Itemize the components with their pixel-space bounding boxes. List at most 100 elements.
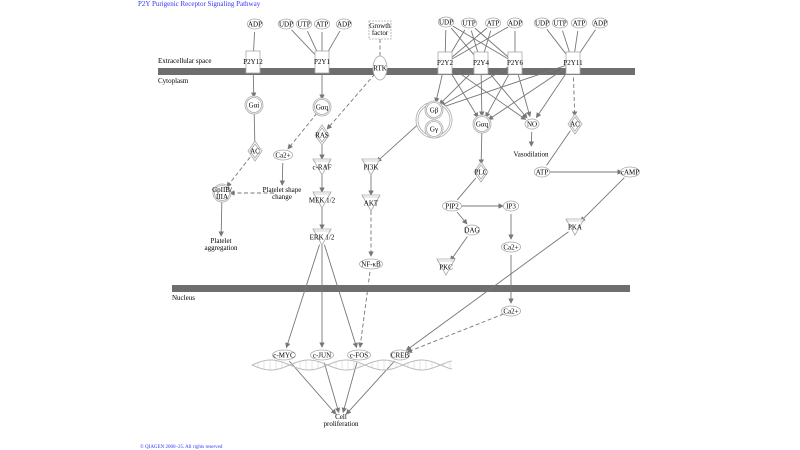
edge-atp3-to-p2y11 [573, 30, 579, 56]
node-erk[interactable]: ERK 1/2 [310, 228, 335, 246]
node-p2y1[interactable]: P2Y1 [314, 50, 330, 74]
node-ac2[interactable]: AC [567, 113, 583, 135]
diagram-title[interactable]: P2Y Purigenic Receptor Signaling Pathway [138, 0, 261, 8]
node-vaso[interactable]: Vasodilation [514, 151, 549, 159]
edge-p2y4-to-gb [439, 68, 476, 105]
node-label: P2Y11 [563, 59, 583, 67]
node-label: PKA [568, 224, 582, 232]
edge-p2y4-to-gaq2 [479, 70, 485, 117]
edge-p2y11-to-no [535, 69, 569, 119]
node-atp3[interactable]: ATP [570, 17, 588, 29]
node-cjun[interactable]: c-JUN [310, 349, 334, 361]
node-p2y11[interactable]: P2Y11 [563, 51, 583, 75]
node-ca3[interactable]: Ca2+ [500, 305, 521, 317]
label-cytoplasm: Cytoplasm [158, 77, 189, 85]
node-label: PIP2 [445, 203, 459, 211]
node-ca2[interactable]: Ca2+ [500, 241, 521, 253]
node-udp2[interactable]: UDP [437, 16, 455, 28]
node-gb[interactable]: Gβ [424, 100, 444, 120]
node-atp1[interactable]: ATP [313, 18, 331, 30]
node-label: factor [372, 29, 389, 37]
node-p2y4[interactable]: P2Y4 [473, 51, 489, 75]
node-adp4[interactable]: ADP [591, 17, 609, 29]
edge-plc-to-pip2 [456, 177, 477, 201]
edge-udp1-to-p2y1 [291, 29, 317, 57]
copyright-link[interactable]: © QIAGEN 2000–25. All rights reserved [140, 444, 223, 450]
node-plc[interactable]: PLC [473, 161, 489, 183]
node-rtk[interactable]: RTK [372, 55, 388, 81]
node-pi3k[interactable]: PI3K [361, 158, 381, 176]
node-p2y6[interactable]: P2Y6 [507, 51, 523, 75]
node-udp1[interactable]: UDP [277, 18, 295, 30]
edge-udp2-to-p2y4 [450, 27, 477, 58]
edge-utp3-to-p2y11 [562, 30, 571, 56]
node-gaq2[interactable]: Gαq [472, 114, 492, 134]
node-cfos[interactable]: c-FOS [347, 349, 371, 361]
edge-udp3-to-p2y11 [546, 29, 569, 57]
edge-ac2-to-atp5 [546, 130, 571, 166]
node-pip2[interactable]: PIP2 [441, 200, 462, 212]
node-craf[interactable]: c-RAF [312, 158, 332, 176]
node-label: AC [250, 148, 260, 156]
node-adp2[interactable]: ADP [335, 18, 353, 30]
label-extracellular: Extracellular space [158, 57, 211, 65]
node-ca1[interactable]: Ca2+ [272, 149, 293, 161]
node-creb[interactable]: CREB [389, 349, 410, 361]
edge-erk-to-cmyc [285, 244, 320, 349]
node-label: Ca2+ [503, 308, 518, 316]
node-p2y12[interactable]: P2Y12 [243, 50, 263, 74]
node-ac1[interactable]: AC [247, 140, 263, 162]
node-ip3[interactable]: IP3 [502, 200, 520, 212]
node-ras[interactable]: RAS [314, 124, 330, 146]
node-label: UTP [297, 21, 310, 29]
node-atp5[interactable]: ATP [533, 166, 551, 178]
node-dag[interactable]: DAG [463, 224, 481, 236]
node-label: Growth [369, 22, 391, 30]
node-label: PLC [475, 169, 488, 177]
node-label: IIIA [216, 193, 228, 201]
node-label: Platelet [211, 237, 232, 245]
node-gai[interactable]: Gαi [244, 95, 264, 115]
node-label: c-RAF [312, 164, 331, 172]
node-label: c-JUN [313, 352, 331, 360]
edge-adp1-to-p2y12 [252, 31, 256, 55]
node-cmyc[interactable]: c-MYC [272, 349, 296, 361]
node-label: cAMP [621, 169, 639, 177]
node-gg[interactable]: Gγ [424, 119, 444, 139]
node-pkc[interactable]: PKC [436, 258, 456, 276]
node-adp3[interactable]: ADP [506, 17, 524, 29]
edge-p2y6-to-gaq2 [485, 69, 512, 118]
node-p2y2[interactable]: P2Y2 [437, 51, 453, 75]
node-adp1[interactable]: ADP [246, 18, 264, 30]
edge-gaq2-to-plc [478, 131, 484, 165]
node-utp2[interactable]: UTP [460, 17, 478, 29]
node-mek[interactable]: MEK 1/2 [309, 191, 336, 209]
node-label: proliferation [324, 420, 359, 428]
node-nfkb[interactable]: NF-κB [359, 258, 383, 270]
edge-atp2-to-p2y4 [482, 30, 492, 56]
node-no[interactable]: NO [524, 118, 540, 130]
node-utp1[interactable]: UTP [295, 18, 313, 30]
edge-p2y11-to-gb [440, 65, 566, 109]
edge-erk-to-cfos [323, 244, 358, 349]
node-gp2b[interactable]: GpIIB/IIIA [212, 183, 232, 203]
node-udp3[interactable]: UDP [533, 17, 551, 29]
node-gaq1[interactable]: Gαq [312, 97, 332, 117]
node-label: UTP [553, 20, 566, 28]
node-utp3[interactable]: UTP [551, 17, 569, 29]
node-atp2[interactable]: ATP [484, 17, 502, 29]
node-pka[interactable]: PKA [565, 218, 585, 236]
node-label: ERK 1/2 [310, 234, 335, 242]
node-label: RTK [373, 65, 387, 73]
node-akt[interactable]: AKT [361, 194, 381, 212]
edge-cmyc-to-cellp [288, 360, 337, 415]
node-label: NO [527, 121, 537, 129]
plasma-membrane [158, 68, 635, 75]
node-label: ADP [508, 20, 522, 28]
node-camp[interactable]: cAMP [620, 166, 641, 178]
node-label: RAS [315, 132, 329, 140]
